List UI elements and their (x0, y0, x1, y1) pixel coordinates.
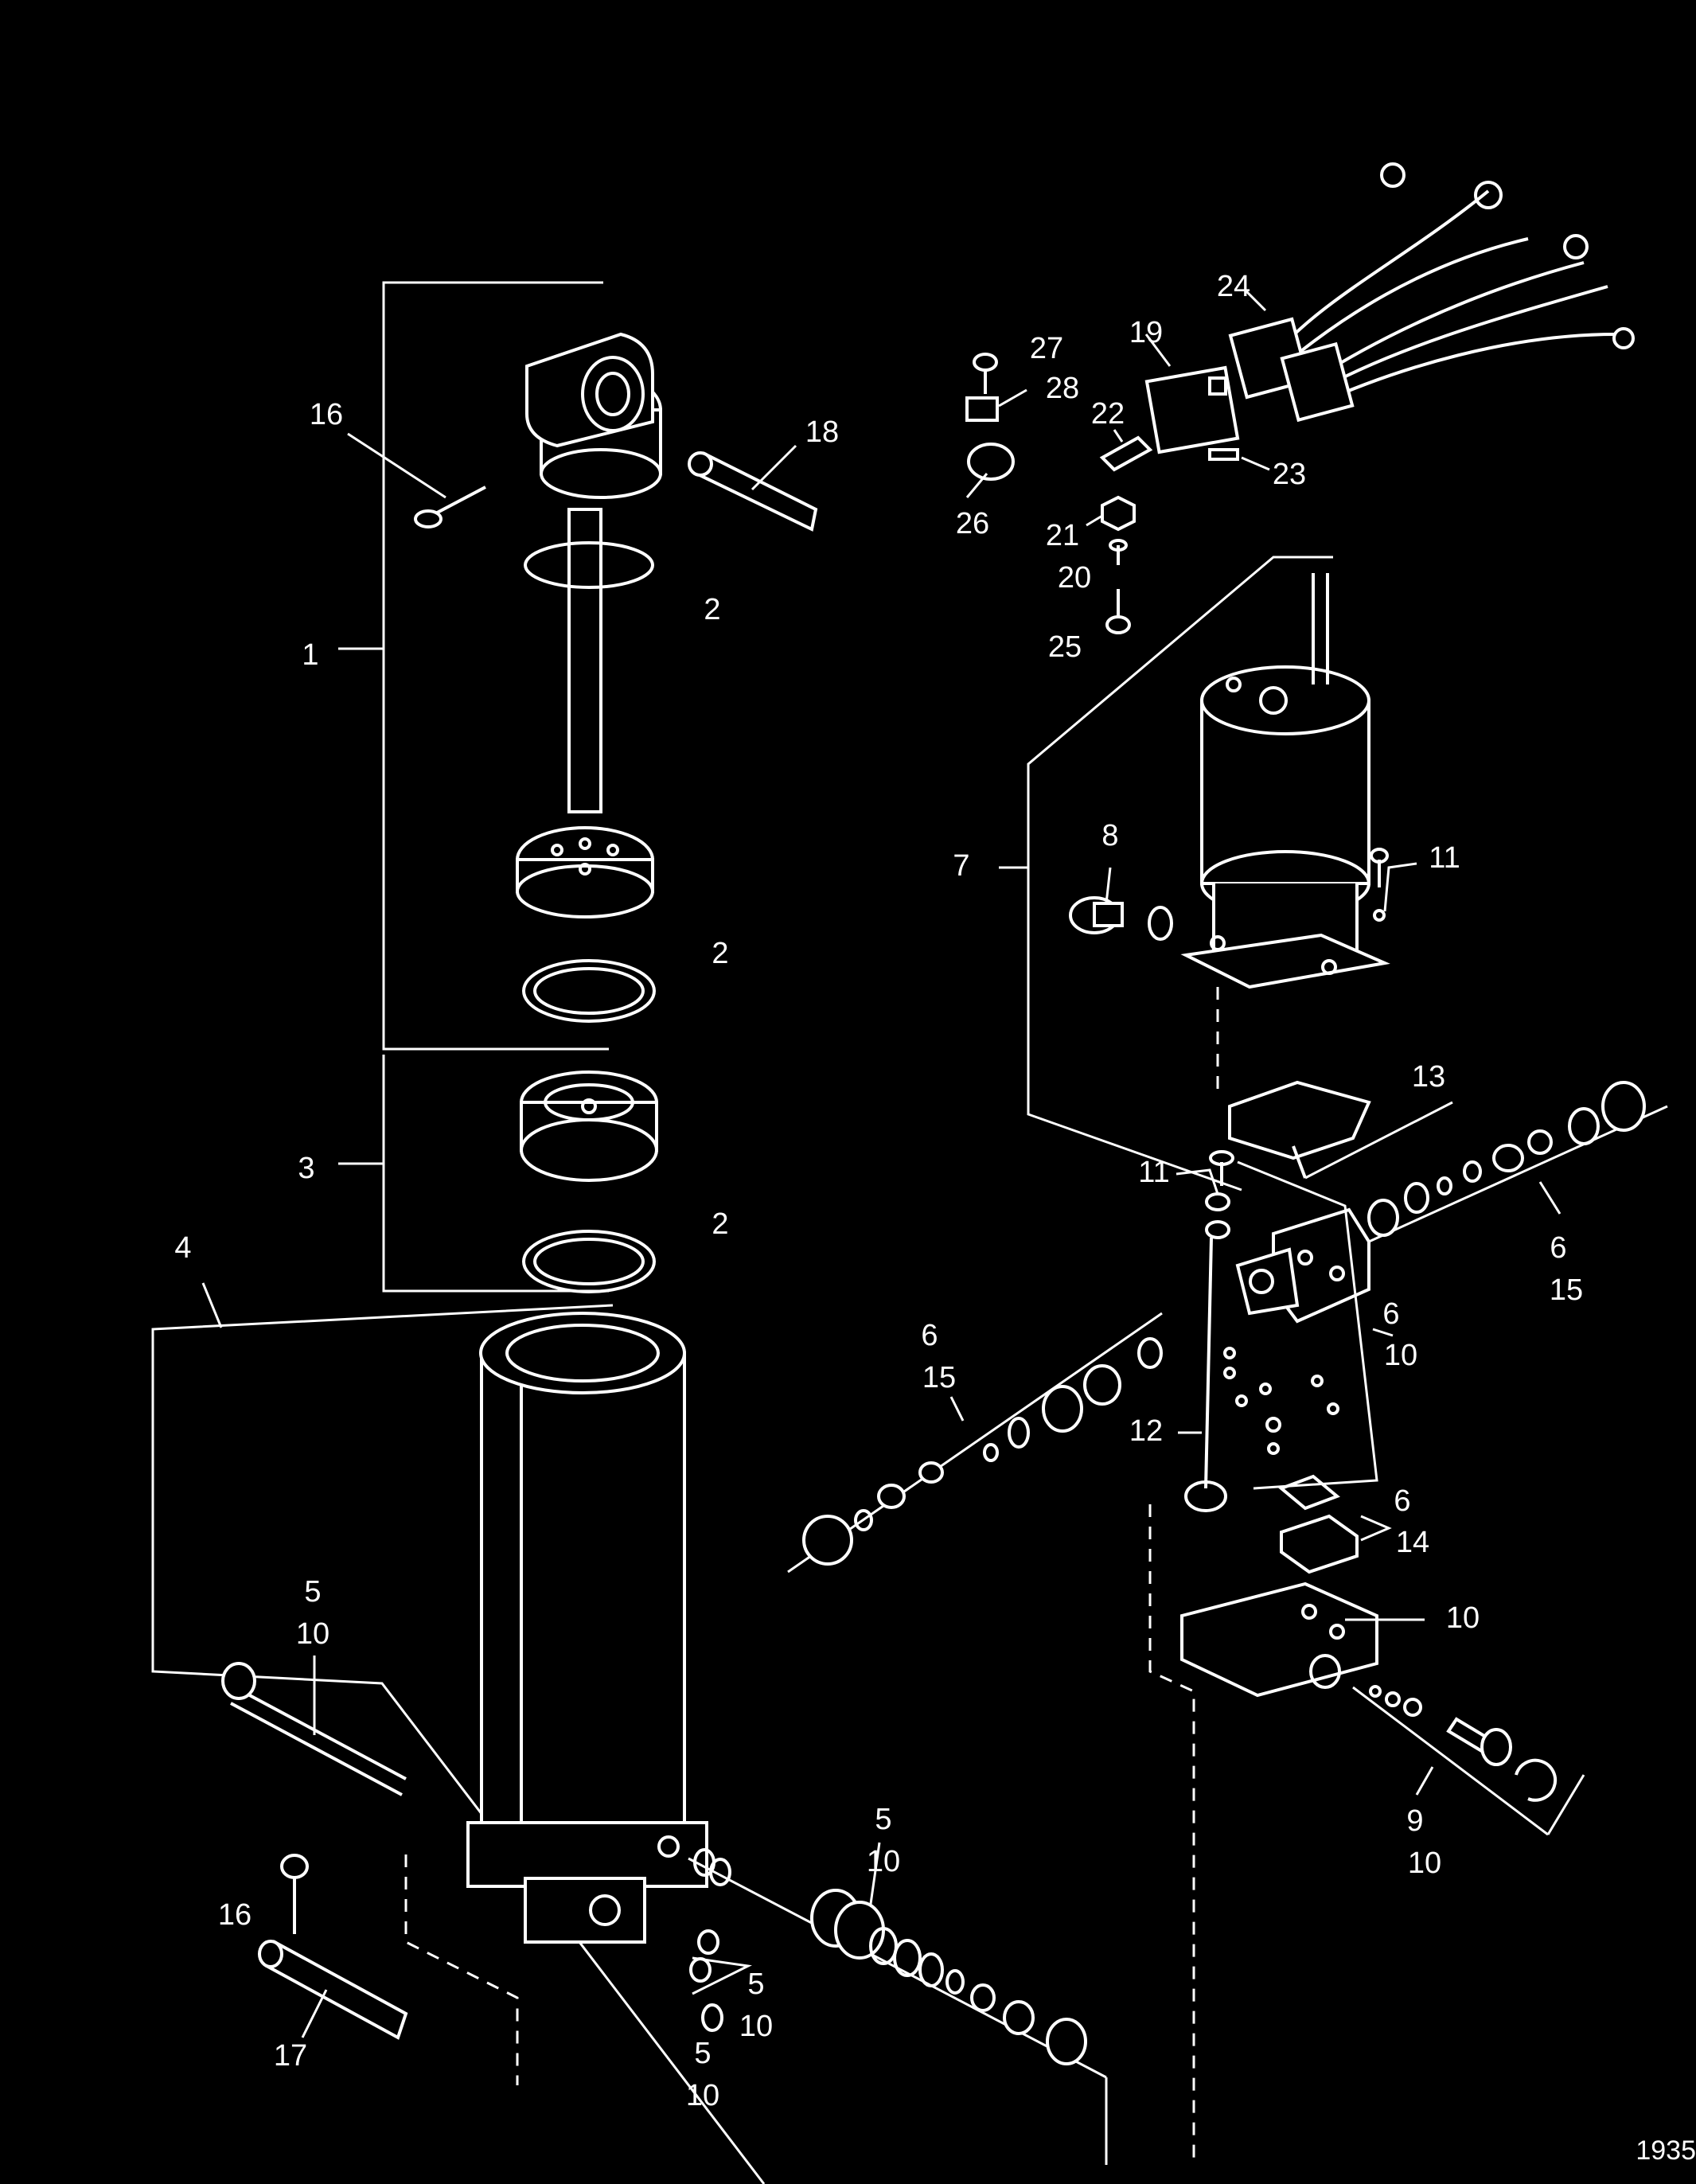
pump-body (1223, 1207, 1370, 1455)
label-17: 17 (274, 2039, 307, 2073)
label-6a: 6 (921, 1319, 938, 1352)
label-10a: 10 (296, 1617, 329, 1651)
label-18: 18 (805, 415, 839, 449)
label-2b: 2 (712, 937, 728, 970)
bracket-9-10 (1352, 1686, 1549, 1836)
label-10g: 10 (1446, 1601, 1480, 1635)
bracket-3 (382, 1055, 609, 1293)
label-6d: 6 (1394, 1484, 1410, 1518)
pump-motor-assembly (787, 162, 1668, 2165)
label-6b: 6 (1550, 1231, 1566, 1265)
manifold-10 (1180, 1581, 1378, 1698)
label-13: 13 (1412, 1060, 1445, 1094)
trim-cylinder-assembly (151, 281, 1108, 2184)
pin-16a (414, 486, 486, 528)
screw-11a (1370, 848, 1389, 922)
label-11a: 11 (1429, 841, 1460, 875)
label-16b: 16 (218, 1898, 251, 1932)
label-1: 1 (302, 638, 318, 672)
label-9: 9 (1406, 1804, 1423, 1838)
callout-labels: 1 2 2 2 3 4 5 10 5 10 5 10 5 10 6 15 6 1… (174, 270, 1583, 2112)
label-6c: 6 (1382, 1297, 1399, 1331)
screw-11b (1205, 1150, 1234, 1211)
o-ring-2c (522, 1230, 656, 1293)
label-3: 3 (298, 1152, 314, 1185)
bracket-6-10 (1237, 1160, 1378, 1490)
label-28: 28 (1046, 372, 1079, 405)
relay (1144, 365, 1240, 454)
label-27: 27 (1030, 332, 1063, 365)
label-4: 4 (174, 1231, 191, 1265)
piston (520, 1071, 658, 1182)
valve-parts-9 (1369, 1685, 1558, 1802)
label-25: 25 (1048, 630, 1082, 664)
label-15a: 15 (922, 1361, 956, 1394)
label-5a: 5 (304, 1575, 321, 1609)
valve-parts-right (1367, 1081, 1646, 1237)
piston-rod (516, 332, 662, 918)
bracket-7 (1027, 556, 1333, 1191)
label-12: 12 (1129, 1414, 1163, 1448)
hardware-21-20-25 (1101, 495, 1136, 634)
o-ring-2b (522, 959, 656, 1023)
figure-number: 1935 (1636, 2135, 1696, 2166)
label-15b: 15 (1550, 1273, 1583, 1307)
pin-18 (688, 451, 818, 532)
pin-16b (280, 1854, 309, 1934)
label-22: 22 (1091, 397, 1125, 431)
label-2a: 2 (704, 593, 720, 626)
label-10f: 10 (1408, 1847, 1441, 1880)
label-5b: 5 (875, 1803, 891, 1836)
cylinder-housing (466, 1312, 708, 1944)
screw-27 (973, 353, 998, 394)
label-14: 14 (1396, 1526, 1429, 1559)
label-23: 23 (1273, 458, 1306, 491)
ground-wire (1184, 1220, 1230, 1512)
pump-motor (1180, 573, 1390, 989)
clip-22 (1099, 435, 1153, 472)
label-10d: 10 (686, 2079, 719, 2112)
label-10c: 10 (739, 2010, 773, 2043)
pin-17 (258, 1940, 408, 2040)
label-26: 26 (956, 507, 989, 540)
wire-harness (1228, 162, 1635, 423)
o-ring-2a (524, 541, 654, 589)
valve-parts-left (802, 1337, 1163, 1566)
label-8: 8 (1101, 819, 1118, 852)
valve-parts-lower (689, 1848, 1087, 2065)
label-24: 24 (1217, 270, 1250, 303)
label-11b: 11 (1138, 1156, 1169, 1189)
part-6-14 (1278, 1474, 1359, 1574)
bracket-1 (382, 281, 609, 1051)
label-16a: 16 (310, 398, 343, 431)
fill-plug (1069, 896, 1173, 941)
label-21: 21 (1046, 519, 1079, 552)
bolt-5-10 (221, 1662, 407, 1796)
clip-28 (965, 396, 999, 422)
label-7: 7 (953, 849, 969, 883)
label-20: 20 (1058, 561, 1091, 595)
label-2c: 2 (712, 1207, 728, 1241)
label-19: 19 (1129, 316, 1163, 349)
label-5d: 5 (694, 2037, 711, 2070)
label-5c: 5 (747, 1968, 764, 2001)
gasket-13 (1228, 1080, 1371, 1160)
label-10b: 10 (867, 1845, 900, 1878)
label-10e: 10 (1384, 1339, 1417, 1372)
part-23 (1208, 448, 1239, 461)
clamp-26 (967, 443, 1015, 481)
